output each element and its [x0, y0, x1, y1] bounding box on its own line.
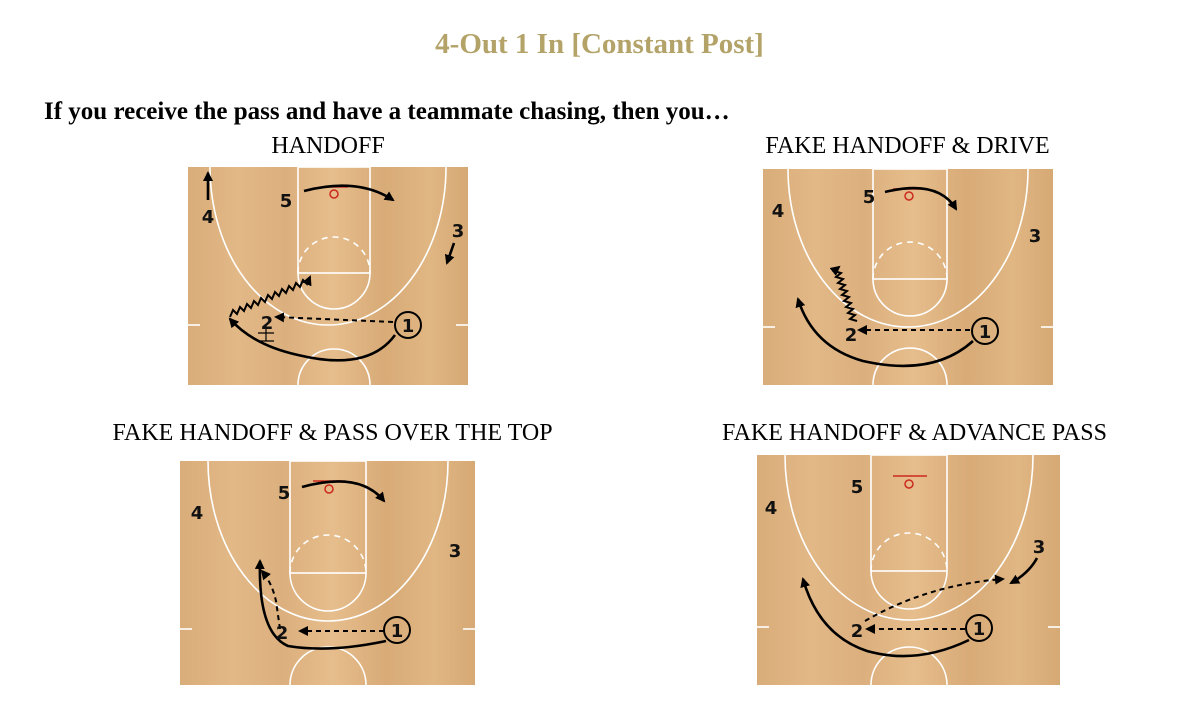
player-1-circle: [965, 614, 993, 642]
page-subtitle: If you receive the pass and have a teamm…: [44, 98, 730, 125]
player-3: 3: [1033, 537, 1046, 558]
court-drawing-handoff: 1 2 3 4 5: [188, 167, 468, 385]
player-4: 4: [202, 207, 215, 228]
rim: [329, 189, 339, 199]
player-3: 3: [449, 541, 462, 562]
movement-paths: [800, 557, 1039, 658]
diagram-label-fake-handoff-drive: FAKE HANDOFF & DRIVE: [765, 133, 1050, 159]
player-5: 5: [278, 483, 291, 504]
court-drawing-fake-handoff-drive: 1 2 3 4 5: [763, 169, 1053, 385]
court-lines: [763, 169, 1053, 385]
page-title: 4-Out 1 In [Constant Post]: [435, 28, 764, 60]
player-2: 2: [261, 313, 274, 334]
rim: [904, 479, 914, 489]
player-1-circle: [383, 616, 411, 644]
players: 1 2 3 4 5: [772, 187, 1042, 346]
players: 1 2 3 4 5: [191, 483, 462, 644]
diagram-label-advance-pass: FAKE HANDOFF & ADVANCE PASS: [722, 420, 1107, 446]
player-5: 5: [863, 187, 876, 208]
player-4: 4: [772, 201, 785, 222]
diagram-label-pass-over-top: FAKE HANDOFF & PASS OVER THE TOP: [112, 420, 553, 446]
diagram-label-handoff: HANDOFF: [271, 133, 385, 159]
player-3: 3: [452, 221, 465, 242]
court-drawing-advance-pass: 1 2 3 4 5: [757, 455, 1060, 685]
court-lines: [757, 455, 1060, 685]
player-2: 2: [845, 325, 858, 346]
player-1: 1: [973, 619, 986, 640]
player-1-circle: [394, 311, 422, 339]
court-lines: [180, 461, 475, 685]
players: 1 2 3 4 5: [202, 191, 465, 339]
court-diagram-advance-pass: 1 2 3 4 5: [757, 455, 1060, 685]
player-5: 5: [851, 477, 864, 498]
player-4: 4: [191, 503, 204, 524]
movement-paths: [795, 186, 974, 368]
movement-paths: [254, 480, 387, 650]
player-1: 1: [391, 621, 404, 642]
court-diagram-pass-over-top: 1 2 3 4 5: [180, 461, 475, 685]
court-diagram-fake-handoff-drive: 1 2 3 4 5: [763, 169, 1053, 385]
court-lines: [188, 167, 468, 385]
court-drawing-pass-over-top: 1 2 3 4 5: [180, 461, 475, 685]
player-1: 1: [979, 322, 992, 343]
player-1-circle: [971, 317, 999, 345]
court-diagram-handoff: 1 2 3 4 5: [188, 167, 468, 385]
movement-paths: [203, 171, 456, 362]
player-1: 1: [402, 316, 415, 337]
player-2: 2: [276, 623, 289, 644]
rim: [904, 191, 914, 201]
player-5: 5: [280, 191, 293, 212]
rim: [324, 484, 334, 494]
player-2: 2: [851, 621, 864, 642]
player-4: 4: [765, 498, 778, 519]
players: 1 2 3 4 5: [765, 477, 1046, 642]
player-3: 3: [1029, 226, 1042, 247]
